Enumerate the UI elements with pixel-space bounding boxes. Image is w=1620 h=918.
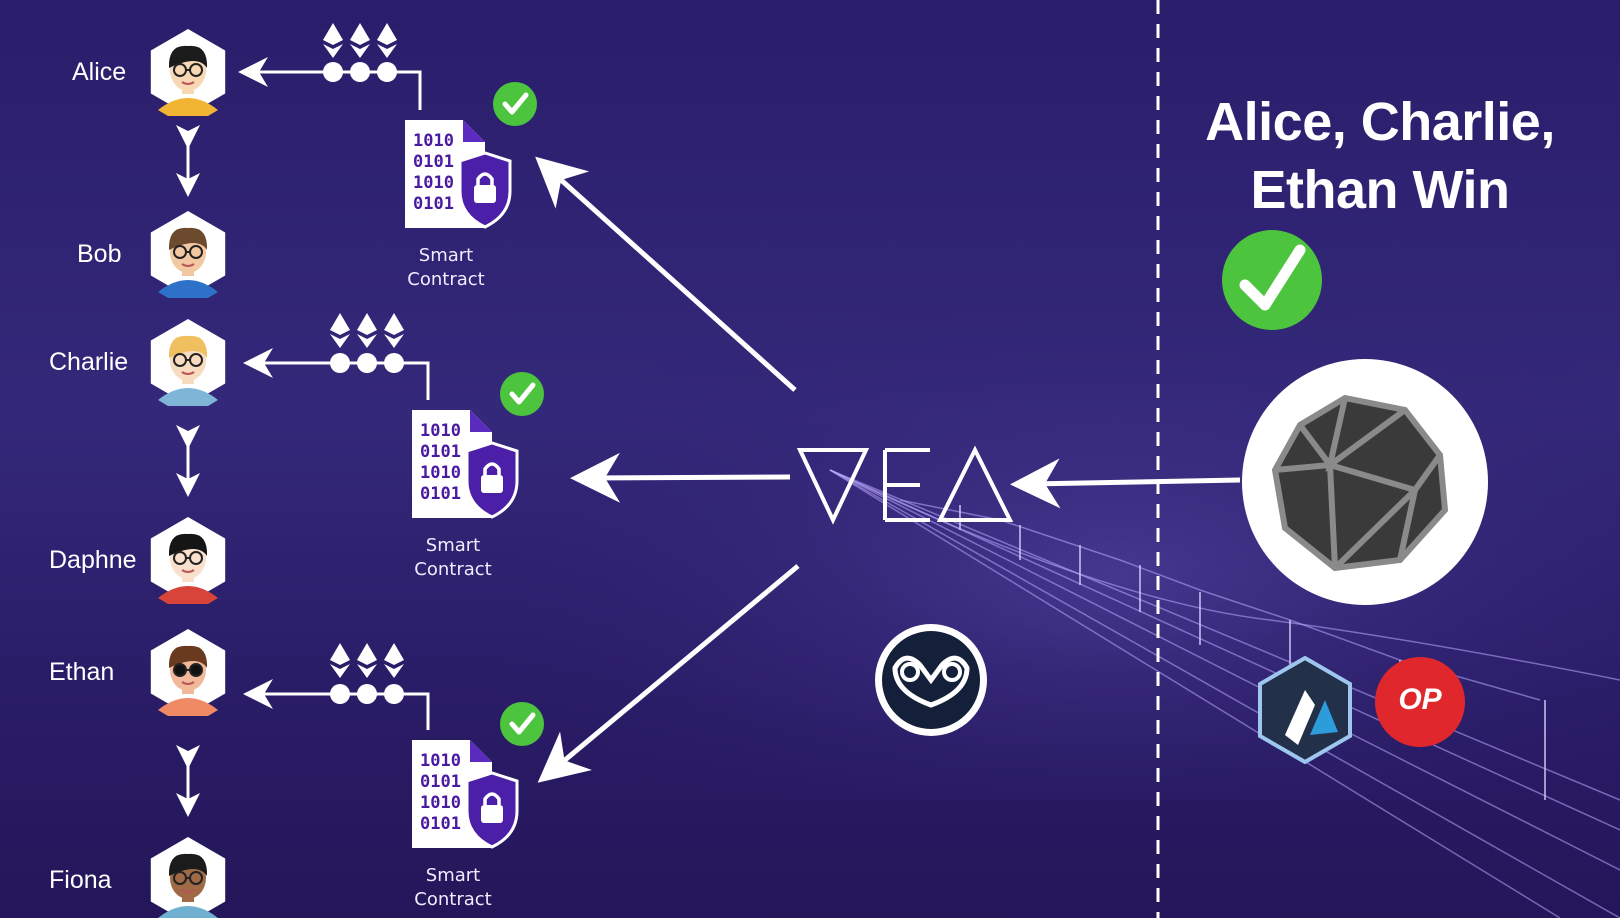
avatar-daphne — [150, 517, 226, 604]
ethereum-icon — [384, 313, 404, 348]
ethereum-icon — [323, 23, 343, 58]
contract-code-line: 1010 — [420, 751, 461, 771]
person-name-ethan: Ethan — [49, 658, 115, 686]
ethereum-icon — [357, 313, 377, 348]
contract-code-line: 1010 — [420, 793, 461, 813]
arbitrum-icon — [1258, 655, 1352, 765]
optimism-icon — [1375, 657, 1465, 747]
contract-code-line: 0101 — [413, 152, 454, 172]
contract-code-line: 0101 — [413, 194, 454, 214]
person-name-fiona: Fiona — [49, 866, 112, 894]
lock-shield-icon — [465, 441, 519, 519]
avatar-fiona — [150, 837, 226, 918]
optimism-label: OP — [1398, 683, 1442, 716]
contract-code-line: 1010 — [420, 421, 461, 441]
contract-code-line: 0101 — [420, 484, 461, 504]
gnosis-icon — [875, 624, 987, 736]
avatar-alice — [150, 29, 226, 116]
ethereum-icon — [350, 23, 370, 58]
headline-line-2: Ethan Win — [1250, 160, 1511, 220]
headline-line-1: Alice, Charlie, — [1205, 92, 1555, 152]
contract-code-line: 0101 — [420, 814, 461, 834]
person-name-alice: Alice — [72, 58, 127, 86]
person-name-daphne: Daphne — [49, 546, 137, 574]
avatar-charlie — [150, 319, 226, 406]
contract-code-line: 0101 — [420, 772, 461, 792]
avatar-ethan — [150, 629, 226, 716]
ethereum-icon — [330, 313, 350, 348]
check-icon — [500, 372, 544, 416]
ethereum-icon — [357, 643, 377, 678]
kleros-icon — [1242, 359, 1488, 605]
headline: Alice, Charlie, Ethan Win — [1160, 88, 1600, 224]
contract-code-line: 1010 — [413, 131, 454, 151]
check-icon — [500, 702, 544, 746]
contract-code-line: 1010 — [420, 463, 461, 483]
bridge-decoration — [829, 469, 1620, 918]
lock-shield-icon — [458, 151, 512, 229]
contract-code-line: 1010 — [413, 173, 454, 193]
person-name-charlie: Charlie — [49, 348, 129, 376]
vea-logo — [796, 445, 1014, 525]
ethereum-icon — [330, 643, 350, 678]
lock-shield-icon — [465, 771, 519, 849]
avatar-bob — [150, 211, 226, 298]
contract-code-line: 0101 — [420, 442, 461, 462]
person-name-bob: Bob — [77, 240, 122, 268]
check-icon — [493, 82, 537, 126]
ethereum-icon — [384, 643, 404, 678]
check-icon-large — [1222, 230, 1322, 330]
ethereum-icon — [377, 23, 397, 58]
